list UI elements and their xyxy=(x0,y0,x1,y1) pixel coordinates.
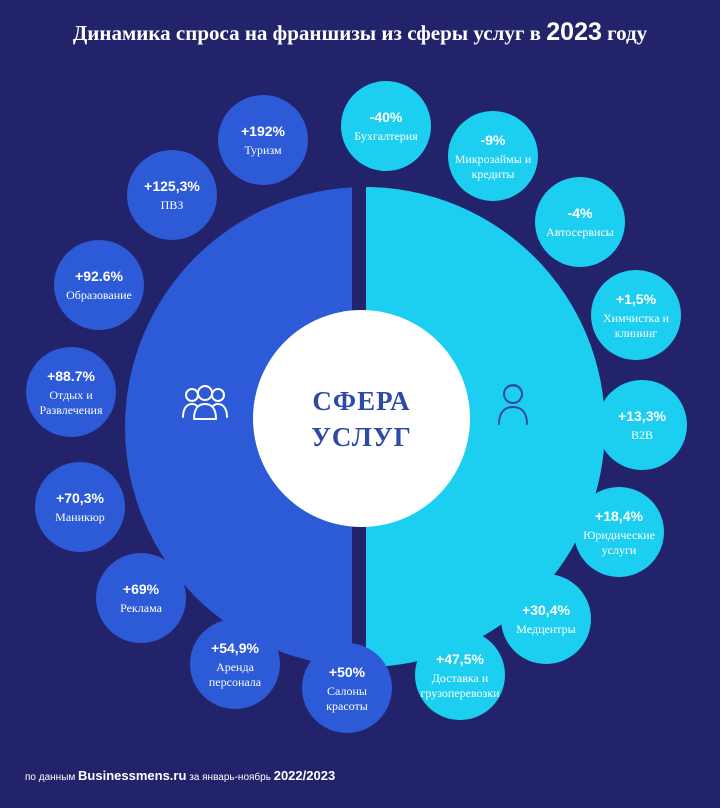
bubble-value: +69% xyxy=(122,581,160,597)
bubble-microloans: -9% Микрозаймы и кредиты xyxy=(448,111,538,201)
center-circle: СФЕРА УСЛУГ xyxy=(253,310,470,527)
bubble-label: Микрозаймы и кредиты xyxy=(454,151,532,181)
bubble-delivery: +47,5% Доставка и грузоперевозки xyxy=(415,630,505,720)
footer-middle: за январь-ноябрь xyxy=(189,772,271,783)
title-text: Динамика спроса на франшизы из сферы усл… xyxy=(72,21,542,45)
bubble-label: Аренда персонала xyxy=(208,659,262,689)
bubble-advertising: +69% Реклама xyxy=(96,553,186,643)
bubble-car-service: -4% Автосервисы xyxy=(535,177,625,267)
bubble-label: Реклама xyxy=(120,601,162,615)
bubble-value: +13,3% xyxy=(618,408,666,424)
bubble-value: +125,3% xyxy=(144,178,200,194)
bubble-value: +1,5% xyxy=(615,290,657,307)
bubble-label: Салоны красоты xyxy=(326,683,368,713)
bubble-b2b: +13,3% B2B xyxy=(597,380,687,470)
bubble-label: Маникюр xyxy=(55,510,105,524)
bubble-staff-rental: +54,9% Аренда персонала xyxy=(190,619,280,709)
footer-prefix: по данным xyxy=(25,772,76,783)
group-people-icon xyxy=(182,385,228,420)
bubble-value: +70,3% xyxy=(56,490,104,506)
bubble-tourism: +192% Туризм xyxy=(218,95,308,185)
bubble-label: Образование xyxy=(66,288,132,302)
bubble-value: +92.6% xyxy=(75,268,123,284)
bubble-value: +30,4% xyxy=(522,602,570,618)
person-icon xyxy=(498,384,528,425)
bubble-label: Автосервисы xyxy=(546,225,614,239)
title-suffix: году xyxy=(607,21,648,45)
bubble-leisure: +88.7% Отдых и Развлечения xyxy=(26,347,116,437)
bubble-beauty-salons: +50% Салоны красоты xyxy=(302,643,392,733)
bubble-value: +18,4% xyxy=(595,507,643,524)
bubble-education: +92.6% Образование xyxy=(54,240,144,330)
bubble-label: Отдых и Развлечения xyxy=(39,387,103,417)
bubble-value: -40% xyxy=(369,109,403,125)
bubble-label: Доставка и грузоперевозки xyxy=(420,670,500,700)
bubble-label: ПВЗ xyxy=(160,198,184,212)
bubble-label: Химчистка и клининг xyxy=(602,310,670,340)
bubble-dry-cleaning: +1,5% Химчистка и клининг xyxy=(591,270,681,360)
bubble-value: +47,5% xyxy=(436,650,484,667)
center-label-line1: СФЕРА xyxy=(312,385,411,416)
bubble-label: B2B xyxy=(630,428,653,442)
page-title: Динамика спроса на франшизы из сферы усл… xyxy=(0,18,720,47)
bubble-accounting: -40% Бухгалтерия xyxy=(341,81,431,171)
bubble-value: +88.7% xyxy=(47,367,95,384)
bubble-label: Туризм xyxy=(244,143,282,157)
bubble-value: +50% xyxy=(328,663,366,680)
title-year: 2023 xyxy=(546,18,602,46)
bubble-value: -4% xyxy=(567,205,593,221)
footer-source: Businessmens.ru xyxy=(78,768,187,783)
center-label-line2: УСЛУГ xyxy=(311,421,412,452)
bubble-manicure: +70,3% Маникюр xyxy=(35,462,125,552)
bubble-value: -9% xyxy=(480,131,506,148)
bubble-label: Юридические услуги xyxy=(583,527,655,557)
footer-period: 2022/2023 xyxy=(273,768,336,783)
bubble-pickup-points: +125,3% ПВЗ xyxy=(127,150,217,240)
bubble-label: Бухгалтерия xyxy=(354,129,418,143)
bubble-label: Медцентры xyxy=(516,622,576,636)
bubble-value: +192% xyxy=(241,123,285,139)
bubble-legal: +18,4% Юридические услуги xyxy=(574,487,664,577)
bubble-medical-centers: +30,4% Медцентры xyxy=(501,574,591,664)
source-footer: по данным Businessmens.ru за январь-нояб… xyxy=(25,768,335,783)
bubble-value: +54,9% xyxy=(211,639,259,656)
